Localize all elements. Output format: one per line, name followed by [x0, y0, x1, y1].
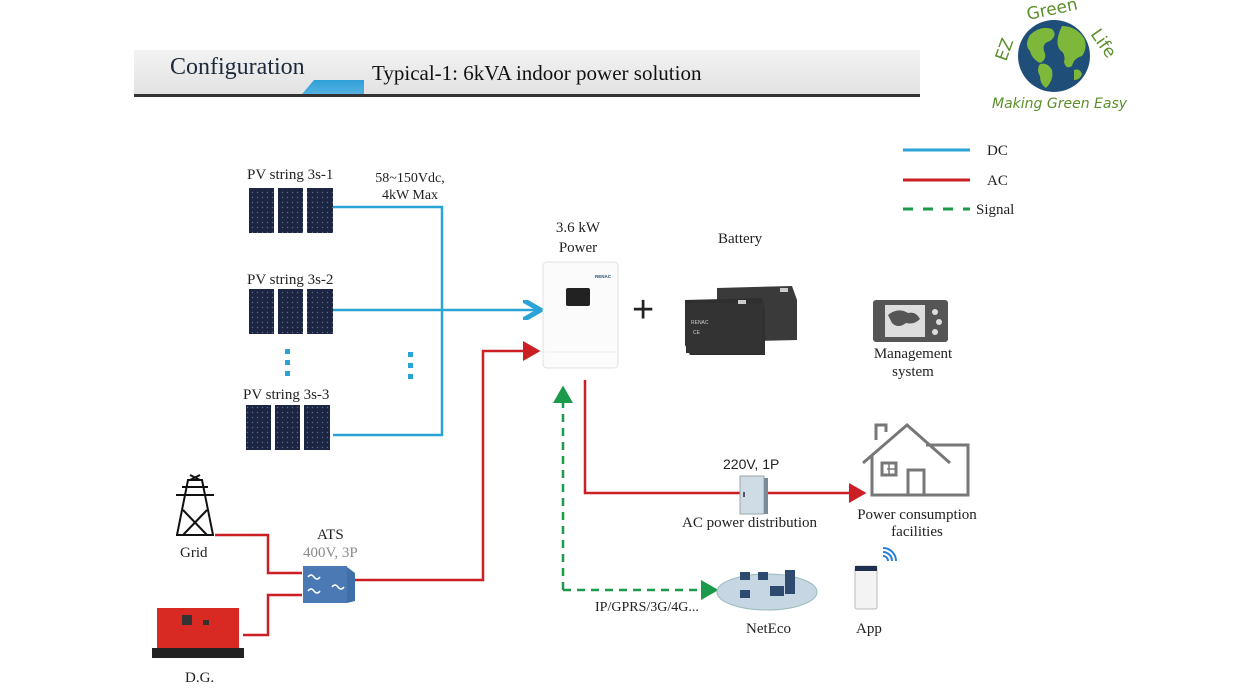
logo-tagline: Making Green Easy: [992, 96, 1128, 112]
ac-distribution-spec: 220V, 1P: [723, 456, 780, 472]
inverter-brand: RENAC: [595, 274, 612, 279]
grid-to-ats-line: [215, 533, 302, 575]
pv-string-2-label: PV string 3s-2: [247, 272, 334, 288]
pv-string-2-panels: [249, 289, 333, 334]
legend-dc-label: DC: [987, 143, 1008, 159]
pv-string-1-label: PV string 3s-1: [247, 167, 334, 183]
battery-label: Battery: [718, 231, 763, 247]
dg-to-ats-line: [243, 593, 302, 637]
management-label-line1: Management: [873, 346, 953, 362]
ac-out-line: [583, 380, 867, 503]
facilities-label: Power consumption facilities: [842, 507, 992, 541]
pv-spec: 58~150Vdc, 4kW Max: [360, 170, 460, 204]
network-protocols-label: IP/GPRS/3G/4G...: [595, 600, 699, 615]
ac-distribution-label: AC power distribution: [682, 515, 817, 531]
generator-label: D.G.: [185, 670, 215, 686]
facilities-label-line2: facilities: [891, 524, 943, 540]
neteco-label: NetEco: [746, 621, 791, 637]
plus-sign: +: [632, 289, 655, 331]
wifi-icon: [882, 547, 897, 562]
svg-text:CE: CE: [693, 330, 701, 336]
pv-ellipsis-dots: [285, 349, 413, 379]
pv-spec-line2: 4kW Max: [381, 188, 439, 203]
management-label-line2: system: [892, 364, 934, 380]
legend-signal-label: Signal: [976, 202, 1015, 218]
dc-bus-line: [333, 205, 444, 437]
grid-label: Grid: [180, 545, 208, 561]
inverter-label-line2: Power: [558, 240, 598, 256]
inverter-label: 3.6 kW Power: [540, 218, 616, 258]
pv-string-1-panels: [249, 188, 333, 233]
header-tab-label: Configuration: [170, 54, 305, 80]
management-system-label: Management system: [858, 345, 968, 381]
header-bar: [134, 50, 920, 97]
inverter-label-line1: 3.6 kW: [555, 220, 601, 236]
header-tab-shape: [302, 80, 364, 94]
facilities-label-line1: Power consumption: [857, 507, 977, 523]
pv-string-3-panels: [246, 405, 330, 450]
ac-ats-to-inverter-line: [355, 341, 541, 582]
page-title: Typical-1: 6kVA indoor power solution: [372, 61, 702, 85]
globe-icon: [1018, 20, 1090, 92]
legend-ac-label: AC: [987, 173, 1008, 189]
pv-spec-line1: 58~150Vdc,: [375, 171, 445, 186]
app-label: App: [856, 621, 882, 637]
ats-label: ATS: [317, 527, 344, 543]
ats-spec: 400V, 3P: [303, 545, 358, 561]
pv-string-3-label: PV string 3s-3: [243, 387, 330, 403]
svg-text:RENAC: RENAC: [691, 320, 709, 326]
